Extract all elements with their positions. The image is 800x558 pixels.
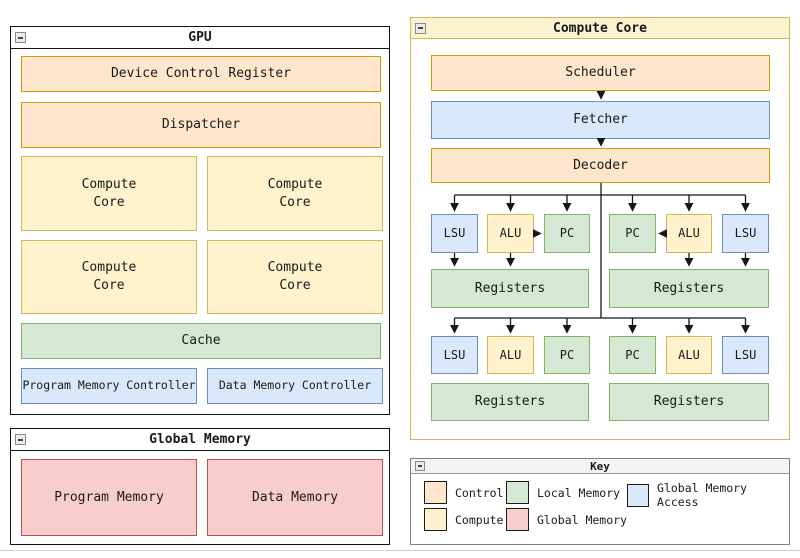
alu-node-r2-right[interactable]: ALU (666, 336, 712, 374)
registers-node-r1-right[interactable]: Registers (609, 269, 769, 308)
program-memory-controller-node[interactable]: Program Memory Controller (21, 368, 197, 404)
scheduler-node[interactable]: Scheduler (431, 55, 770, 91)
compute-core-node-2[interactable]: Compute Core (207, 156, 383, 231)
pc-node-r1-right[interactable]: PC (609, 214, 656, 253)
lsu-node-r1-right[interactable]: LSU (722, 214, 769, 253)
lsu-node-r1-left[interactable]: LSU (431, 214, 478, 253)
compute-core-title: Compute Core (553, 20, 647, 36)
pc-node-r1-left[interactable]: PC (544, 214, 590, 253)
data-memory-controller-node[interactable]: Data Memory Controller (207, 368, 383, 404)
data-memory-node[interactable]: Data Memory (207, 459, 383, 536)
global-memory-swatch-icon (506, 508, 529, 531)
registers-node-r2-left[interactable]: Registers (431, 383, 589, 421)
compute-core-container-node[interactable]: Compute Core Scheduler Fetcher Decoder L… (410, 17, 790, 440)
key-item-global-memory[interactable]: Global Memory (506, 508, 627, 531)
global-memory-title: Global Memory (149, 432, 251, 447)
registers-node-r2-right[interactable]: Registers (609, 383, 769, 421)
compute-core-body: Scheduler Fetcher Decoder LSU ALU PC PC … (411, 39, 789, 438)
global-memory-access-swatch-icon (627, 483, 650, 507)
dispatcher-node[interactable]: Dispatcher (21, 102, 381, 148)
key-title: Key (590, 459, 610, 473)
collapse-icon[interactable] (15, 32, 26, 43)
key-titlebar[interactable]: Key (411, 459, 789, 474)
local-memory-swatch-icon (506, 481, 529, 504)
lsu-node-r2-left[interactable]: LSU (431, 336, 478, 374)
alu-node-r2-left[interactable]: ALU (487, 336, 534, 374)
lsu-node-r2-right[interactable]: LSU (722, 336, 769, 374)
control-swatch-icon (424, 481, 447, 504)
gpu-title: GPU (188, 30, 212, 45)
global-memory-titlebar[interactable]: Global Memory (11, 429, 389, 451)
pc-node-r2-left[interactable]: PC (544, 336, 590, 374)
alu-node-r1-right[interactable]: ALU (666, 214, 712, 253)
compute-core-node-1[interactable]: Compute Core (21, 156, 197, 231)
registers-node-r1-left[interactable]: Registers (431, 269, 589, 308)
gpu-titlebar[interactable]: GPU (11, 27, 389, 49)
device-control-register-node[interactable]: Device Control Register (21, 56, 381, 92)
key-item-control[interactable]: Control (424, 481, 503, 504)
key-container-node[interactable]: Key Control Local Memory Global Memory A… (410, 458, 790, 545)
key-item-compute[interactable]: Compute (424, 508, 503, 531)
fetcher-node[interactable]: Fetcher (431, 101, 770, 139)
key-item-global-memory-access[interactable]: Global Memory Access (627, 481, 789, 509)
gpu-container-node[interactable]: GPU Device Control Register Dispatcher C… (10, 26, 390, 415)
compute-core-titlebar[interactable]: Compute Core (411, 18, 789, 39)
decoder-node[interactable]: Decoder (431, 148, 770, 183)
collapse-icon[interactable] (415, 22, 426, 34)
cache-node[interactable]: Cache (21, 323, 381, 359)
compute-core-node-3[interactable]: Compute Core (21, 240, 197, 314)
collapse-icon[interactable] (15, 434, 26, 445)
global-memory-container-node[interactable]: Global Memory Program Memory Data Memory (10, 428, 390, 545)
pc-node-r2-right[interactable]: PC (609, 336, 656, 374)
compute-core-node-4[interactable]: Compute Core (207, 240, 383, 314)
collapse-icon[interactable] (415, 461, 425, 471)
canvas-edge-divider (0, 550, 800, 551)
program-memory-node[interactable]: Program Memory (21, 459, 197, 536)
key-item-local-memory[interactable]: Local Memory (506, 481, 620, 504)
alu-node-r1-left[interactable]: ALU (487, 214, 534, 253)
compute-swatch-icon (424, 508, 447, 531)
